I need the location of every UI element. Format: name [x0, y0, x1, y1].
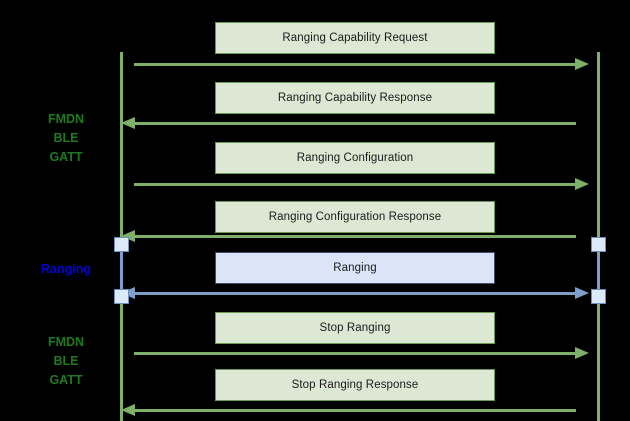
activation-right-node-end: [591, 289, 606, 304]
activation-right-bar: [597, 237, 600, 304]
arrowhead-right-icon: [575, 58, 589, 70]
activation-left-node-start: [114, 237, 129, 252]
msg-ranging-capability-response-box: Ranging Capability Response: [215, 82, 495, 114]
phase-gatt-top: FMDN BLE GATT: [47, 112, 85, 164]
msg-ranging-configuration-response-arrow-left: [121, 230, 576, 242]
activation-left-bar: [120, 237, 123, 304]
arrowhead-left-icon: [121, 404, 135, 416]
msg-ranging-configuration-box: Ranging Configuration: [215, 142, 495, 174]
right-lifeline: [597, 52, 600, 421]
activation-right-node-start: [591, 237, 606, 252]
msg-ranging-arrow-left: [121, 287, 576, 299]
msg-ranging-configuration-arrow-right: [134, 178, 589, 190]
msg-stop-ranging-response-arrow-left: [121, 404, 576, 416]
activation-left-node-end: [114, 289, 129, 304]
arrowhead-right-icon: [575, 347, 589, 359]
msg-stop-ranging-response-box: Stop Ranging Response: [215, 369, 495, 401]
msg-stop-ranging-arrow-right: [134, 347, 589, 359]
phase-ranging: Ranging: [41, 262, 91, 276]
phase-gatt-bottom: FMDN BLE GATT: [47, 335, 85, 387]
arrowhead-right-icon: [575, 178, 589, 190]
msg-ranging-configuration-response-box: Ranging Configuration Response: [215, 201, 495, 233]
msg-ranging-capability-request-box: Ranging Capability Request: [215, 22, 495, 54]
msg-ranging-capability-response-arrow-left: [121, 117, 576, 129]
arrowhead-left-icon: [121, 117, 135, 129]
msg-stop-ranging-box: Stop Ranging: [215, 312, 495, 344]
msg-ranging-box: Ranging: [215, 252, 495, 284]
msg-ranging-capability-request-arrow-right: [134, 58, 589, 70]
arrowhead-right-icon: [575, 287, 589, 299]
